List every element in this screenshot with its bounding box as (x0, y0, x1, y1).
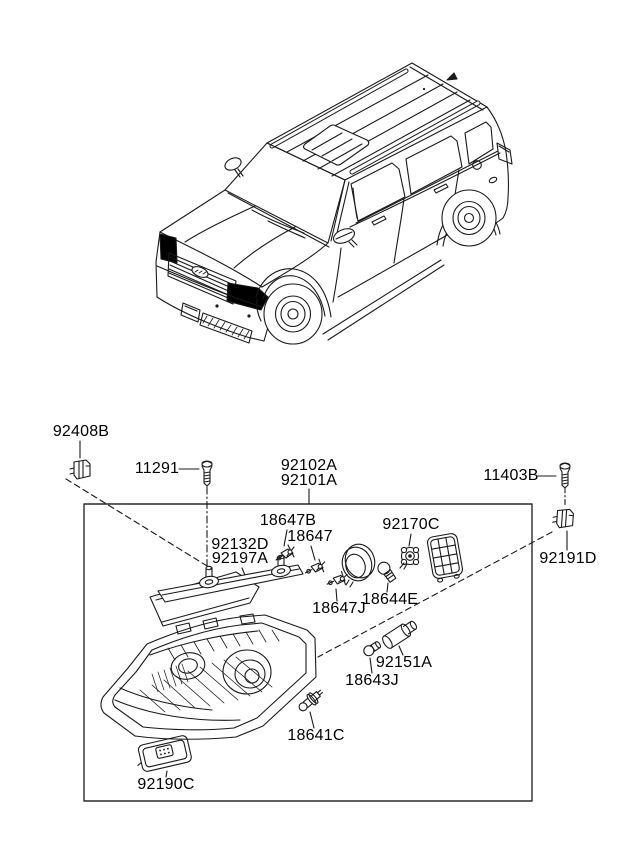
part-label-92151A: 92151A (375, 654, 433, 671)
bulb-icon (377, 561, 397, 583)
hood (159, 189, 329, 288)
part-label-92101A: 92101A (280, 472, 338, 489)
part-label-92191D: 92191D (539, 550, 597, 567)
part-label-18641C: 18641C (287, 727, 345, 744)
part-label-18647: 18647 (287, 528, 333, 545)
headlamp-highlight-right (226, 282, 269, 311)
ballast-unit-icon (137, 735, 192, 772)
diagram-border-box (83, 503, 533, 802)
socket-cover-grid-icon (426, 533, 464, 583)
front-wheel (255, 268, 332, 345)
halogen-bulb-icon (298, 689, 324, 712)
part-label-11291: 11291 (134, 460, 180, 477)
door-handle (433, 183, 449, 194)
part-label-92190C: 92190C (137, 776, 195, 793)
part-label-18643J: 18643J (345, 672, 399, 689)
vehicle-illustration (155, 62, 513, 345)
part-label-11403B: 11403B (483, 467, 539, 484)
roof (266, 62, 488, 181)
part-label-18647B: 18647B (259, 512, 317, 529)
grille (167, 252, 237, 305)
bayonet-socket-icon (399, 546, 420, 570)
door-handle (371, 215, 387, 226)
retainer-clip-icon (551, 507, 575, 530)
mounting-screw-icon (201, 460, 213, 487)
side-windows (350, 121, 499, 224)
part-label-92170C: 92170C (382, 516, 440, 533)
mounting-screw-icon (559, 462, 571, 489)
dust-cap-icon (341, 543, 376, 588)
fuel-door (472, 160, 482, 170)
part-label-92132D: 92132D (211, 536, 269, 553)
part-label-92102A: 92102A (280, 457, 338, 474)
part-label-18644E: 18644E (361, 591, 419, 608)
roof-antenna-icon (446, 72, 458, 81)
mounting-bracket-icon (149, 554, 304, 627)
headlamp-assembly-drawing (100, 613, 317, 740)
bulb-icon (363, 641, 382, 657)
rear-wheel (441, 189, 497, 247)
part-label-18647J: 18647J (312, 600, 366, 617)
dashed-connectors (65, 478, 566, 658)
headlamp-highlight-left (159, 233, 178, 264)
far-side-mirror (224, 157, 244, 178)
front-bumper (155, 261, 269, 344)
side-mirror (332, 228, 358, 248)
part-label-92197A: 92197A (211, 550, 269, 567)
sunroof (302, 124, 370, 166)
part-label-92408B: 92408B (52, 423, 110, 440)
taillamp (496, 142, 513, 165)
cylindrical-holder-icon (382, 620, 418, 649)
front-fascia (155, 231, 269, 344)
retainer-clip-icon (69, 459, 91, 480)
